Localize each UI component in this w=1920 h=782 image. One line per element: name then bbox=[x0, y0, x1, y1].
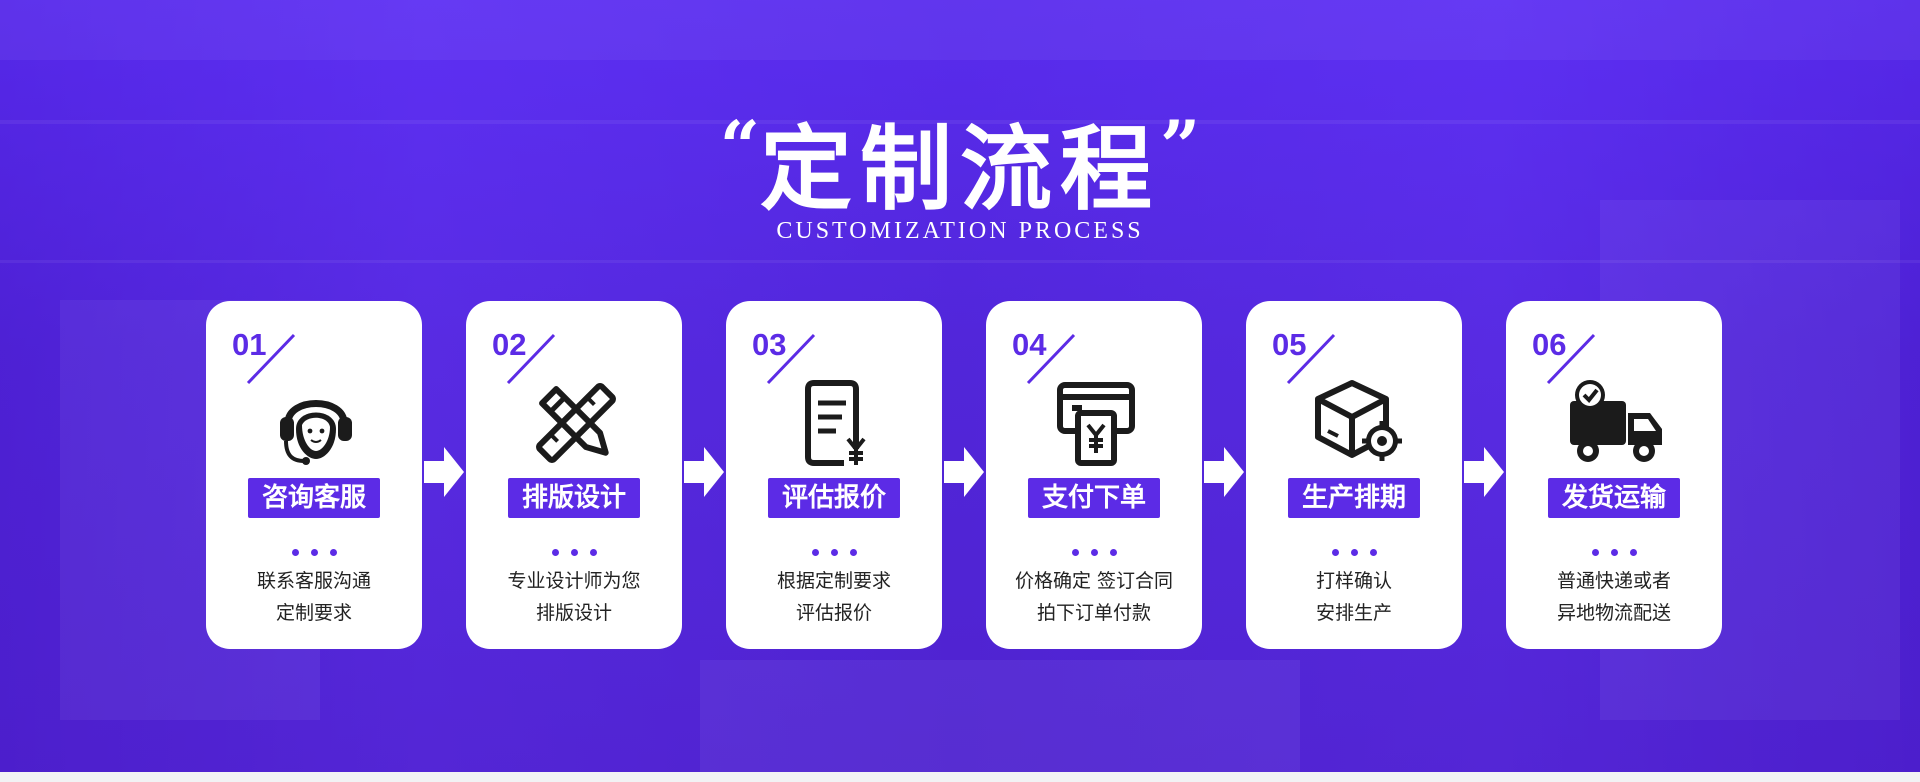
close-quote: ” bbox=[1160, 105, 1201, 188]
title-text: 定制流程 bbox=[759, 116, 1160, 223]
step-label: 评估报价 bbox=[767, 478, 901, 518]
description-line-2: 异地物流配送 bbox=[1556, 602, 1671, 624]
bg-ceiling bbox=[0, 0, 1920, 60]
bg-beam bbox=[0, 120, 1920, 124]
step-card-1: 01 咨询客服 联系客服沟通 定制要求 bbox=[206, 301, 422, 649]
step-description: 打样确认 安排生产 bbox=[1246, 565, 1462, 629]
dots-divider bbox=[986, 541, 1202, 560]
arrow-right-icon bbox=[424, 447, 464, 497]
arrow-right-icon bbox=[944, 447, 984, 497]
slash-decoration bbox=[1286, 333, 1336, 385]
box-gear-production-icon bbox=[1315, 380, 1402, 461]
dots-divider bbox=[206, 541, 422, 560]
slash-decoration bbox=[1026, 333, 1076, 385]
step-description: 专业设计师为您 排版设计 bbox=[466, 565, 682, 629]
description-line-1: 联系客服沟通 bbox=[256, 570, 371, 592]
description-line-1: 普通快递或者 bbox=[1556, 570, 1671, 592]
description-line-2: 评估报价 bbox=[795, 602, 872, 624]
description-line-1: 打样确认 bbox=[1315, 570, 1392, 592]
slash-decoration bbox=[506, 333, 556, 385]
description-line-2: 安排生产 bbox=[1315, 602, 1392, 624]
step-card-5: 05 生产排期 打样确认 安排生产 bbox=[1246, 301, 1462, 649]
description-line-2: 排版设计 bbox=[535, 602, 612, 624]
step-number: 04 bbox=[1012, 327, 1047, 362]
step-label: 发货运输 bbox=[1547, 478, 1681, 518]
bg-floor bbox=[700, 660, 1300, 772]
step-description: 价格确定 签订合同 拍下订单付款 bbox=[986, 565, 1202, 629]
slash-decoration bbox=[246, 333, 296, 385]
arrow-right-icon bbox=[684, 447, 724, 497]
description-line-2: 定制要求 bbox=[275, 602, 352, 624]
dots-divider bbox=[466, 541, 682, 560]
step-label: 支付下单 bbox=[1027, 478, 1161, 518]
dots-divider bbox=[1246, 541, 1462, 560]
pencil-ruler-design-icon bbox=[536, 383, 616, 463]
step-label: 咨询客服 bbox=[247, 478, 381, 518]
open-quote: “ bbox=[719, 105, 760, 188]
description-line-1: 专业设计师为您 bbox=[507, 570, 641, 592]
page-title: “定制流程” bbox=[0, 92, 1920, 225]
dots-divider bbox=[726, 541, 942, 560]
description-line-1: 价格确定 签订合同 bbox=[1014, 570, 1174, 592]
delivery-truck-check-icon bbox=[1570, 380, 1662, 462]
step-number: 03 bbox=[752, 327, 787, 362]
step-card-3: 03 评估报价 根据定制要求 评估报价 bbox=[726, 301, 942, 649]
bg-beam-2 bbox=[0, 260, 1920, 263]
arrow-right-icon bbox=[1464, 447, 1504, 497]
step-description: 普通快递或者 异地物流配送 bbox=[1506, 565, 1722, 629]
step-card-2: 02 排版设计 专业设计师为您 排版设计 bbox=[466, 301, 682, 649]
slash-decoration bbox=[1546, 333, 1596, 385]
description-line-2: 拍下订单付款 bbox=[1036, 602, 1151, 624]
step-description: 联系客服沟通 定制要求 bbox=[206, 565, 422, 629]
step-label: 排版设计 bbox=[507, 478, 641, 518]
step-card-6: 06 发货运输 普通快递或者 异地物流配送 bbox=[1506, 301, 1722, 649]
step-number: 05 bbox=[1272, 327, 1307, 362]
dots-divider bbox=[1506, 541, 1722, 560]
step-number: 02 bbox=[492, 327, 527, 362]
step-number: 06 bbox=[1532, 327, 1567, 362]
slash-decoration bbox=[766, 333, 816, 385]
step-number: 01 bbox=[232, 327, 267, 362]
customer-service-headset-icon bbox=[280, 400, 352, 465]
quote-document-yen-icon bbox=[805, 380, 866, 466]
page-subtitle: CUSTOMIZATION PROCESS bbox=[776, 218, 1144, 244]
step-card-4: 04 支付下单 价格确定 签订合同 拍下订单付款 bbox=[986, 301, 1202, 649]
step-label: 生产排期 bbox=[1287, 478, 1421, 518]
arrow-right-icon bbox=[1204, 447, 1244, 497]
step-description: 根据定制要求 评估报价 bbox=[726, 565, 942, 629]
payment-terminal-yen-icon bbox=[1057, 382, 1135, 466]
description-line-1: 根据定制要求 bbox=[776, 570, 891, 592]
